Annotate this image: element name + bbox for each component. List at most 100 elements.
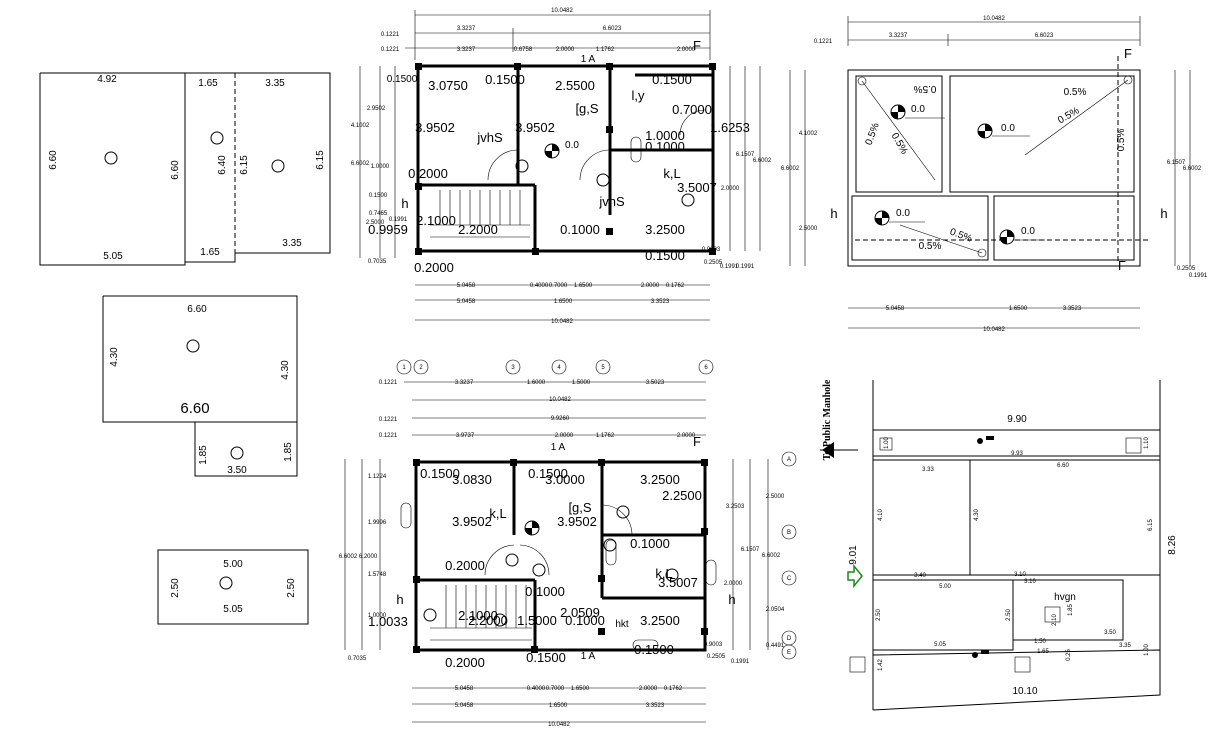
room-name: hvgn (1054, 592, 1076, 603)
level-marker-icon (505, 553, 519, 567)
site-dim: 3.40 (914, 573, 926, 579)
room-name: k,L (655, 566, 672, 581)
section-marker: h (830, 206, 837, 221)
label: 0.1000 (645, 139, 685, 154)
site-plan-c: 5.00 2.50 2.50 5.05 (157, 549, 309, 625)
site-plan-a: 4.92 1.65 3.35 6.60 6.60 6.40 6.15 6.15 … (39, 72, 331, 266)
dim: 6.6002 (339, 554, 358, 560)
dim: 6.2000 (359, 554, 378, 560)
dim: 0.1500 (387, 74, 418, 85)
dim: 2.0000 (724, 581, 743, 587)
dim: 0.1991 (389, 217, 408, 223)
level: 0.0 (1021, 226, 1035, 237)
dim: 6.6023 (603, 26, 622, 32)
level-marker-icon (271, 159, 285, 173)
dim: 0.1991 (731, 659, 750, 665)
entry-arrow-icon (847, 563, 863, 589)
dim: 0.7465 (369, 211, 388, 217)
dim: 0.6758 (514, 47, 533, 53)
site-b-left: 4.30 (109, 347, 120, 367)
dim: 0.7035 (368, 259, 387, 265)
site-a-top-mid: 1.65 (198, 78, 218, 89)
site-dim: 10.10 (1012, 686, 1037, 697)
dim: 1.0000 (371, 164, 390, 170)
site-a-left: 6.60 (48, 150, 59, 170)
slope: 0.5% (864, 121, 882, 146)
dim: 3.3523 (651, 299, 670, 305)
site-dim: 6.60 (1057, 463, 1069, 469)
grid-letter: C (787, 576, 792, 582)
label: 3.9502 (452, 514, 492, 529)
dim: 2.0000 (639, 686, 658, 692)
dim: 5.0458 (455, 703, 474, 709)
dim: 0.7000 (549, 283, 568, 289)
dim: 3.3237 (457, 47, 476, 53)
dim: 2.0000 (641, 283, 660, 289)
dim: 3.5023 (646, 380, 665, 386)
dim: 3.3237 (457, 26, 476, 32)
dim: 0.1991 (1189, 273, 1208, 279)
slope: 0.5% (1064, 87, 1087, 98)
label: 2.0509 (560, 605, 600, 620)
dim: 6.6023 (1035, 33, 1054, 39)
dim: 6.1507 (736, 152, 755, 158)
dim: 2.0000 (556, 47, 575, 53)
dim: 4.1002 (799, 131, 818, 137)
arrow-left-icon (822, 442, 834, 458)
level-marker-icon (210, 131, 224, 145)
section-marker: F (1124, 46, 1132, 61)
dim: 0.1762 (664, 686, 683, 692)
dim: 1.5748 (368, 572, 387, 578)
dim: 2.5000 (366, 220, 385, 226)
dim: 10.0482 (549, 397, 571, 403)
grid-letter: D (787, 636, 792, 642)
label: 3.5007 (677, 180, 717, 195)
site-dim: 3.10 (1014, 572, 1026, 578)
dim: 0.1221 (379, 433, 398, 439)
label: 3.9502 (415, 120, 455, 135)
dim: 0.7000 (546, 686, 565, 692)
stair (430, 190, 530, 238)
section-marker: 1 A (551, 442, 566, 453)
site-dim: 9.93 (1011, 451, 1023, 457)
dim: 10.0482 (983, 327, 1005, 333)
dim: 0.1221 (379, 417, 398, 423)
dim: 6.1507 (1167, 160, 1186, 166)
label: 3.2500 (640, 613, 680, 628)
site-a-top-left: 4.92 (97, 74, 117, 85)
level-marker-icon (681, 193, 695, 207)
dim: 0.1221 (379, 380, 398, 386)
slope: 0.5% (889, 131, 910, 156)
grid-number: 1 (402, 365, 406, 371)
roof-plan: 10.0482 0.1221 3.3237 6.6023 0.5% 0.5% 0… (781, 16, 1208, 333)
level-symbol-icon (524, 520, 540, 536)
dim: 1.6500 (1009, 306, 1028, 312)
room-name: k,L (663, 166, 680, 181)
label: 0.1500 (526, 650, 566, 665)
dim: 1.1762 (596, 433, 615, 439)
dim: 0.4491 (766, 643, 785, 649)
site-c-left: 2.50 (170, 578, 181, 598)
dim: 0.9003 (704, 642, 723, 648)
label: 1.5000 (517, 613, 557, 628)
site-b-center: 6.60 (180, 400, 209, 417)
site-dim: 5.05 (934, 642, 946, 648)
dim: 3.2503 (726, 504, 745, 510)
dim: 1.6500 (549, 703, 568, 709)
site-b-ext-bottom: 3.50 (227, 465, 247, 476)
level-marker-icon (603, 538, 617, 552)
label: 2.2000 (458, 222, 498, 237)
site-dim: 9.90 (1007, 414, 1027, 425)
level-marker-icon (423, 608, 437, 622)
dim: 1.1762 (596, 47, 615, 53)
dim: 2.0000 (677, 433, 696, 439)
grid-number: 5 (601, 365, 605, 371)
dim: 1.1224 (368, 474, 387, 480)
label: 0.1500 (528, 466, 568, 481)
site-b-ext-left: 1.85 (198, 445, 209, 465)
site-dim: 1.85 (1068, 604, 1074, 616)
dim: 0.4000 (530, 283, 549, 289)
level-marker-icon (493, 613, 507, 627)
site-layout: To Public Manhole 9.90 9.93 3.33 6.60 4.… (820, 379, 1178, 711)
